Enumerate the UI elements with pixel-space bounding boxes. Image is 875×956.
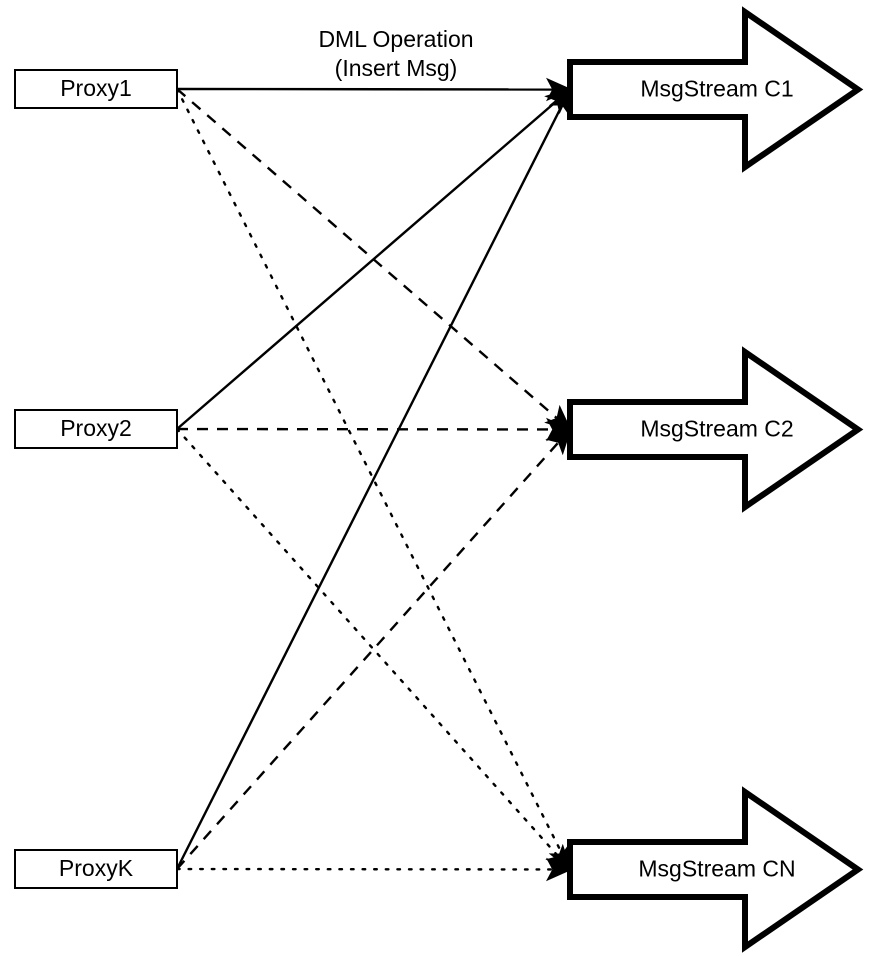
msgstream-label-cn: MsgStream CN (638, 856, 795, 882)
dml-operation-label-line2: (Insert Msg) (335, 55, 458, 81)
streams-layer: MsgStream C1 MsgStream C2 MsgStream CN (567, 6, 864, 953)
proxy-box-proxyK[interactable] (14, 849, 178, 889)
msgstream-node-c2[interactable]: MsgStream C2 (567, 346, 864, 513)
dml-operation-label: DML Operation (Insert Msg) (318, 26, 473, 81)
msgstream-arrow-shape-c2[interactable] (567, 346, 864, 513)
msgstream-node-cn[interactable]: MsgStream CN (567, 786, 864, 953)
proxy-node-proxy2[interactable]: Proxy2 (14, 409, 178, 449)
dml-operation-label-line1: DML Operation (318, 26, 473, 52)
msgstream-node-c1[interactable]: MsgStream C1 (567, 6, 864, 173)
link-proxy2-to-c2 (176, 417, 573, 442)
proxy-label-proxyK: ProxyK (59, 855, 134, 881)
link-proxyK-to-c1 (175, 87, 572, 870)
proxy-node-proxyK[interactable]: ProxyK (14, 849, 178, 889)
links-layer (175, 77, 573, 882)
proxy-box-proxy1[interactable] (14, 69, 178, 109)
msgstream-arrow-shape-c1[interactable] (567, 6, 864, 173)
proxy-label-proxy1: Proxy1 (60, 75, 132, 101)
msgstream-label-c1: MsgStream C1 (640, 76, 793, 102)
msgstream-arrow-shape-cn[interactable] (567, 786, 864, 953)
msgstream-label-c2: MsgStream C2 (640, 416, 793, 442)
proxy-node-proxy1[interactable]: Proxy1 (14, 69, 178, 109)
link-proxy2-to-c1 (176, 87, 572, 430)
link-proxy1-to-c1 (176, 77, 573, 102)
link-proxy1-to-c2 (176, 88, 572, 432)
proxy-label-proxy2: Proxy2 (60, 415, 132, 441)
link-proxyK-to-cn (175, 857, 573, 882)
proxy-box-proxy2[interactable] (14, 409, 178, 449)
